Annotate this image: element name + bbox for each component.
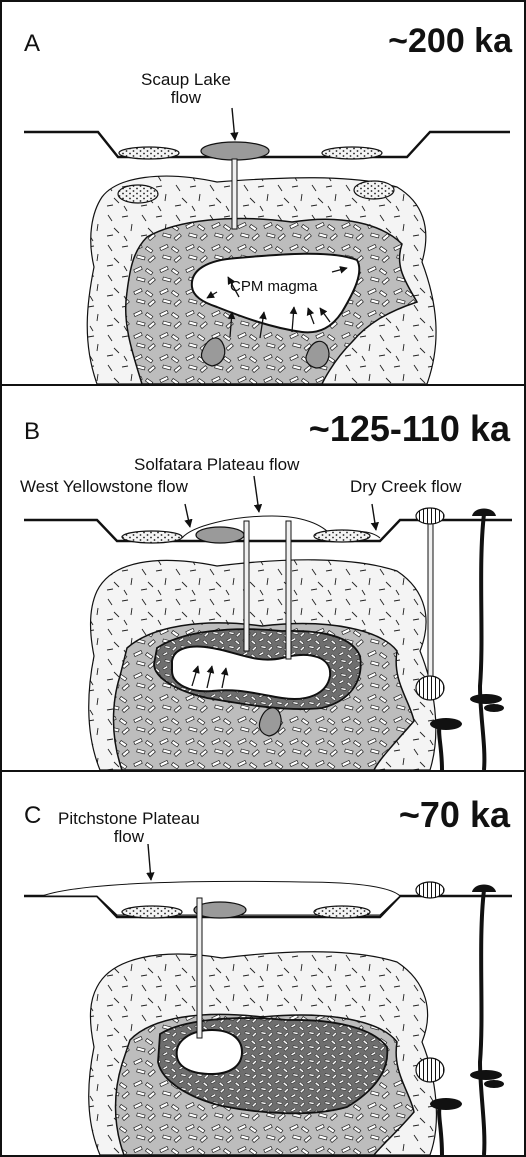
basalt-conduit (480, 514, 484, 770)
dike (197, 898, 202, 1038)
panel-a: A ~200 ka Scaup Lake flow CPM magma (0, 0, 526, 386)
dike (286, 521, 291, 659)
panel-letter: C (24, 802, 41, 830)
dry-creek-label: Dry Creek flow (350, 478, 461, 496)
basalt-feeder (439, 1107, 442, 1155)
basalt-sill (470, 694, 502, 704)
basalt-conduit (480, 890, 484, 1155)
dotted-flow (122, 531, 182, 543)
dotted-flow (322, 147, 382, 159)
dotted-flow (119, 147, 179, 159)
panel-letter: A (24, 30, 40, 58)
basalt-vent (472, 509, 496, 517)
west-yellowstone-flow (196, 527, 244, 543)
basalt-feeder (439, 726, 442, 770)
label-arrow (372, 504, 376, 530)
panel-letter: B (24, 418, 40, 446)
west-yellowstone-label: West Yellowstone flow (20, 478, 188, 496)
label-arrow (185, 504, 190, 527)
label-arrow (232, 108, 235, 140)
striped-flow (416, 882, 444, 898)
dike (232, 159, 237, 229)
pitchstone-label: Pitchstone Plateau flow (58, 810, 200, 846)
striped-body (416, 676, 444, 700)
dike (244, 521, 249, 651)
striped-body (416, 1058, 444, 1082)
basalt-sill (484, 704, 504, 712)
basalt-sill (484, 1080, 504, 1088)
flow-label: Scaup Lake flow (141, 71, 231, 107)
basalt-sill (430, 1098, 462, 1110)
magma-body (177, 1030, 242, 1074)
label-arrow (254, 476, 259, 512)
scaup-lake-flow (201, 142, 269, 160)
dotted-flow (354, 181, 394, 199)
basalt-vent (472, 885, 496, 893)
magma-label: CPM magma (230, 278, 318, 296)
dike (428, 522, 433, 682)
basalt-sill (470, 1070, 502, 1080)
dotted-flow (122, 906, 182, 918)
dotted-flow (314, 530, 370, 542)
dotted-flow (118, 185, 158, 203)
solfatara-label: Solfatara Plateau flow (134, 456, 299, 474)
panel-b: B ~125-110 ka Solfatara Plateau flow Wes… (0, 384, 526, 772)
age-label: ~70 ka (399, 794, 510, 836)
panel-c: C ~70 ka Pitchstone Plateau flow (0, 770, 526, 1157)
basalt-sill (430, 718, 462, 730)
striped-flow (416, 508, 444, 524)
age-label: ~200 ka (388, 22, 512, 61)
dotted-flow (314, 906, 370, 918)
age-label: ~125-110 ka (309, 408, 510, 450)
label-arrow (148, 844, 151, 880)
